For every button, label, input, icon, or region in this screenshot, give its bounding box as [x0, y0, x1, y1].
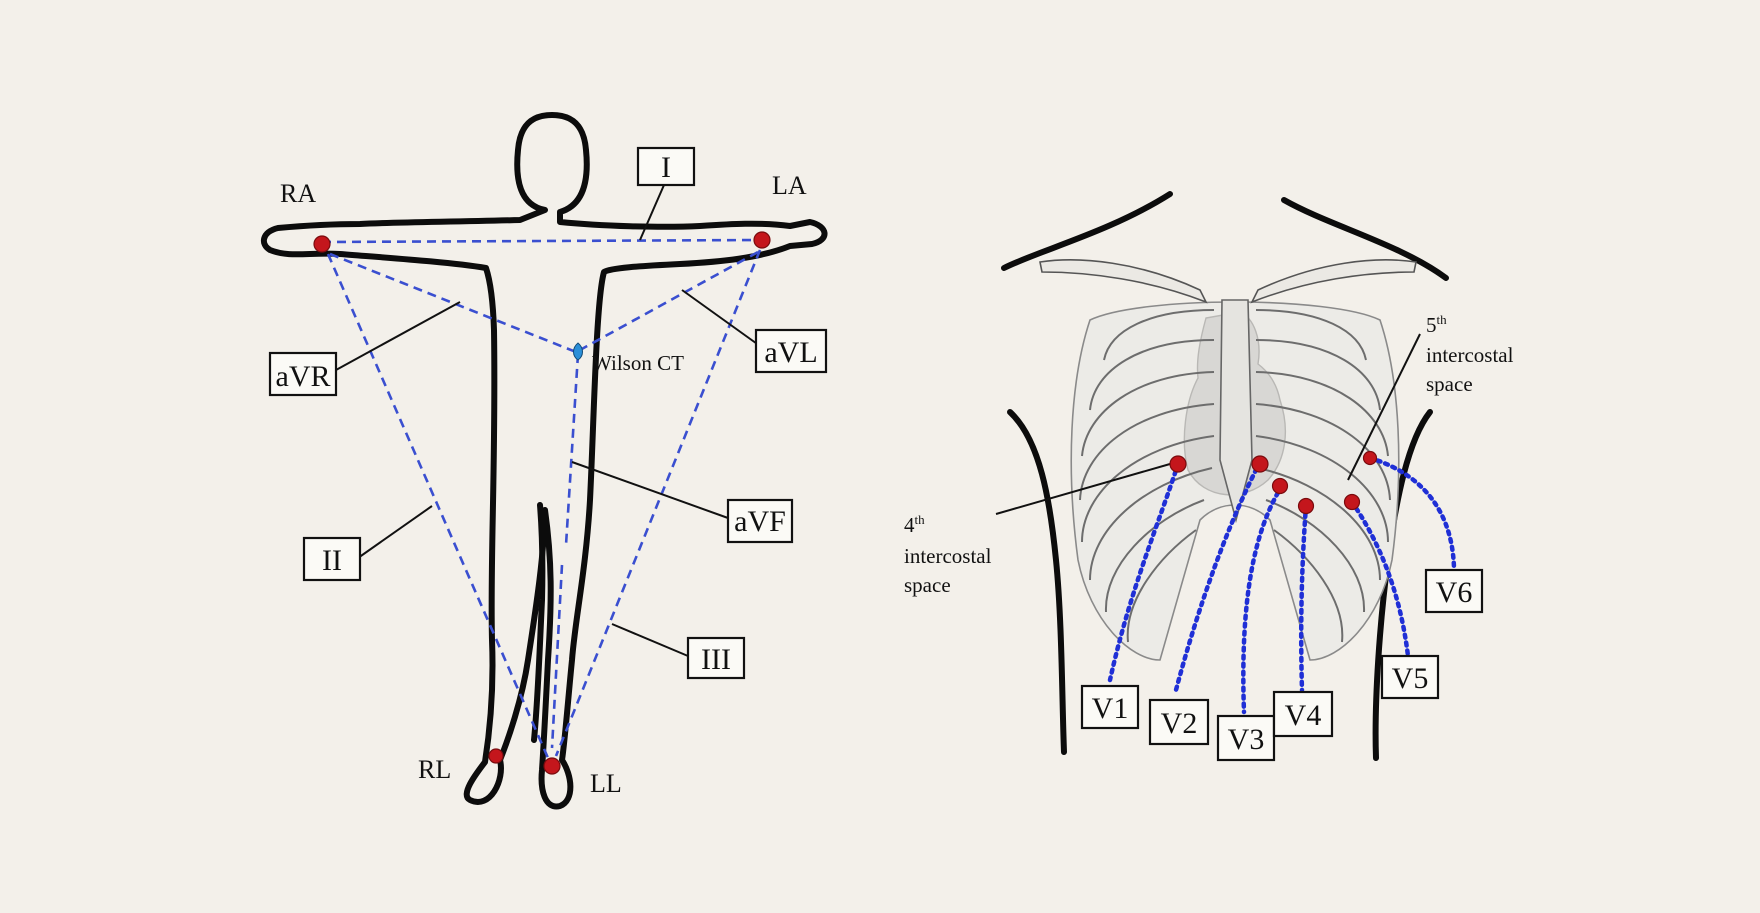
box-V2: V2: [1148, 698, 1210, 746]
pointer-II: [357, 505, 433, 559]
annotation-4th-ordinal: 4th: [904, 512, 925, 537]
box-V1: V1: [1080, 684, 1140, 730]
precordial-lead-diagram: 4th intercostal space 5th intercostal sp…: [904, 191, 1514, 762]
lead-vectors: [321, 238, 763, 759]
lead-aVR-vector: [329, 252, 577, 354]
wire-V5: [1349, 499, 1411, 659]
box-III-text: III: [701, 643, 731, 676]
box-aVR: aVR: [268, 351, 338, 397]
lead-aVF-lower-vector: [550, 564, 564, 749]
box-V5-text: V5: [1392, 662, 1429, 695]
box-aVL: aVL: [754, 328, 828, 374]
lead-aVL-vector: [579, 250, 759, 352]
left-torso-line: [1007, 409, 1067, 755]
annotation-5th-line1: intercostal: [1426, 343, 1514, 367]
box-V6: V6: [1424, 568, 1484, 614]
box-V1-text: V1: [1092, 692, 1129, 725]
wilson-ct-marker: [573, 342, 583, 361]
box-I: I: [636, 146, 696, 187]
electrode-RA: [313, 235, 331, 253]
box-V3-text: V3: [1228, 723, 1265, 756]
limb-lead-diagram: RA LA RL LL Wilson CT I aVR aVL aVF II I…: [260, 112, 828, 810]
box-II: II: [302, 536, 362, 582]
electrode-RL: [488, 748, 504, 764]
wire-V4: [1298, 503, 1309, 693]
electrode-V1: [1169, 455, 1187, 473]
box-III: III: [686, 636, 746, 680]
left-clavicle: [1039, 259, 1208, 304]
lead-II-vector: [326, 253, 550, 759]
pointer-III: [611, 623, 689, 657]
wire-V3: [1241, 483, 1285, 715]
lead-III-vector: [554, 249, 762, 757]
annotation-5th-intercostal: 5th intercostal space: [1426, 312, 1514, 396]
left-shoulder-line: [1001, 191, 1173, 271]
annotation-5th-ordinal: 5th: [1426, 312, 1447, 337]
pointer-I: [639, 184, 665, 241]
label-RA: RA: [280, 179, 316, 208]
label-LA: LA: [772, 171, 807, 200]
box-V5: V5: [1380, 654, 1440, 700]
annotation-4th-intercostal: 4th intercostal space: [904, 512, 992, 597]
right-shoulder-line: [1281, 197, 1449, 281]
box-I-text: I: [661, 151, 671, 184]
electrode-LA: [753, 231, 771, 249]
box-aVF: aVF: [726, 498, 794, 544]
label-RL: RL: [418, 755, 451, 784]
inner-leg-line: [531, 502, 546, 743]
box-II-text: II: [322, 544, 342, 577]
wire-V6: [1367, 455, 1457, 571]
precordial-wires: [1107, 455, 1457, 715]
lead-aVF-vector: [564, 353, 580, 546]
pointer-aVF: [571, 461, 729, 519]
box-aVF-text: aVF: [734, 505, 786, 538]
electrode-LL: [543, 757, 561, 775]
box-V4-text: V4: [1285, 699, 1322, 732]
annotation-4th-line2: space: [904, 573, 951, 597]
right-clavicle: [1250, 259, 1417, 304]
pointer-5th-intercostal: [1347, 333, 1421, 481]
box-V6-text: V6: [1436, 576, 1473, 609]
box-aVL-text: aVL: [764, 336, 817, 369]
pointer-4th-intercostal: [995, 463, 1171, 515]
limb-pointers: [335, 184, 761, 657]
box-aVR-text: aVR: [276, 360, 331, 393]
body-silhouette: [260, 112, 828, 810]
pointer-aVR: [335, 301, 461, 371]
box-V3: V3: [1216, 714, 1276, 762]
right-ribs: [1255, 309, 1391, 643]
wire-V1: [1107, 461, 1181, 683]
electrode-V4: [1297, 497, 1315, 515]
annotation-5th-line2: space: [1426, 372, 1473, 396]
electrode-V2: [1251, 455, 1269, 473]
left-ribs: [1079, 309, 1215, 643]
box-V4: V4: [1272, 690, 1334, 738]
pointer-aVL: [681, 289, 761, 347]
lead-I-vector: [321, 238, 763, 244]
electrode-V6: [1362, 450, 1378, 466]
electrode-V3: [1271, 477, 1289, 495]
annotation-4th-line1: intercostal: [904, 544, 992, 568]
label-wilson-ct: Wilson CT: [592, 351, 684, 375]
electrode-V5: [1343, 493, 1361, 511]
label-LL: LL: [590, 769, 622, 798]
wire-V2: [1173, 459, 1263, 693]
box-V2-text: V2: [1161, 707, 1198, 740]
